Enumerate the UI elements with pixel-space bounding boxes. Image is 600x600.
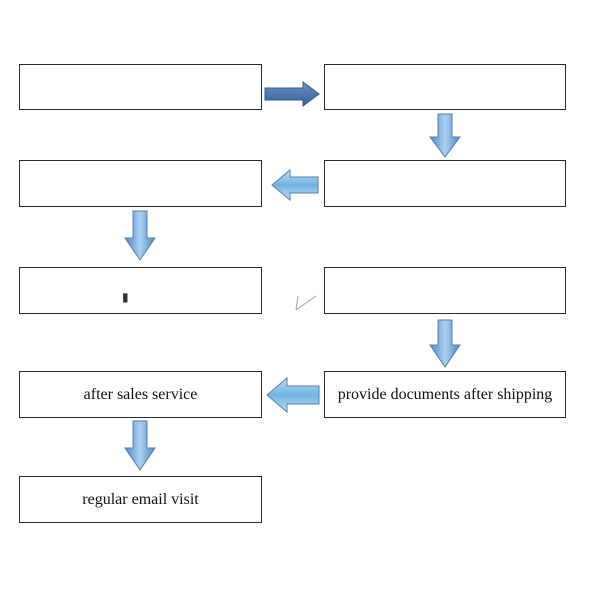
flow-step-8: after sales service (19, 371, 262, 418)
flow-step-7: provide documents after shipping (324, 371, 566, 418)
flow-step-9-label: regular email visit (82, 490, 199, 508)
left-arrow-icon (271, 168, 319, 202)
down-arrow-icon (124, 210, 156, 261)
right-arrow-icon (264, 81, 320, 107)
flow-step-4 (19, 160, 262, 207)
flow-step-2 (324, 64, 566, 110)
down-arrow-icon (429, 319, 461, 368)
left-arrow-icon (266, 376, 320, 414)
flow-step-8-label: after sales service (83, 385, 198, 403)
flow-step-7-label: provide documents after shipping (337, 385, 553, 403)
flow-step-6 (324, 267, 566, 314)
flow-step-3 (324, 160, 566, 207)
flow-step-9: regular email visit (19, 476, 262, 523)
faint-stroke-icon (295, 295, 317, 311)
down-arrow-icon (429, 113, 461, 158)
flow-step-5: ▮ (19, 267, 262, 314)
faint-mark-icon: ▮ (122, 290, 129, 304)
down-arrow-icon (124, 420, 156, 471)
flow-step-1 (19, 64, 262, 110)
